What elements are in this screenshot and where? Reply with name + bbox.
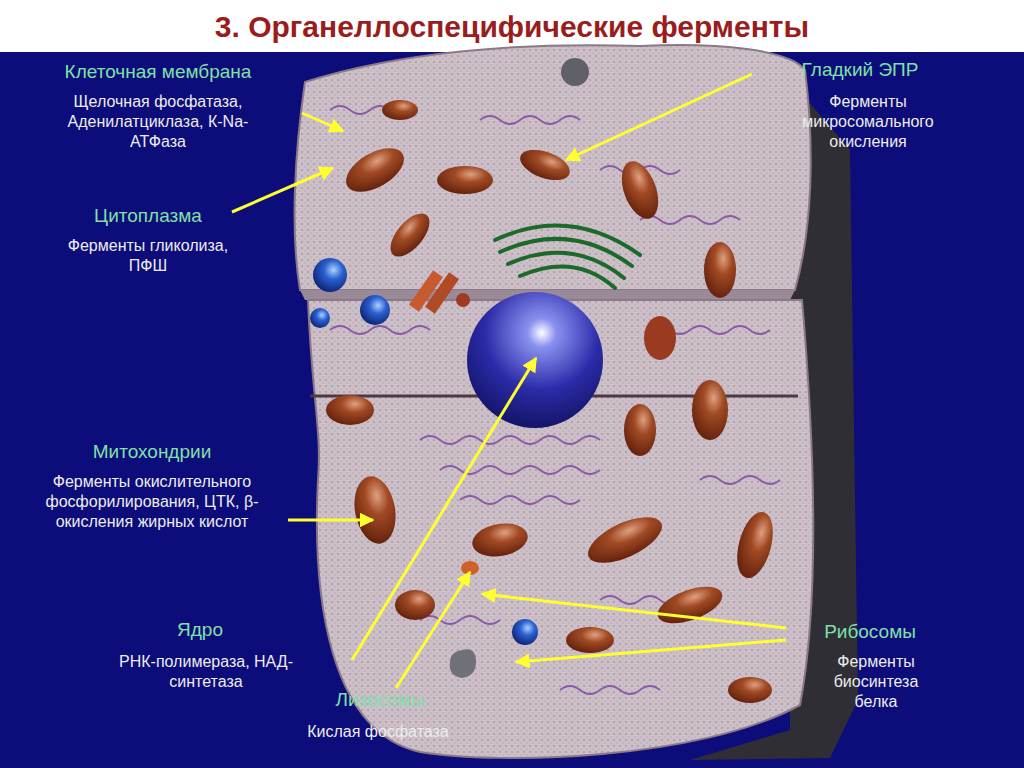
mitochondria-part [516, 144, 574, 186]
mitochondria-part [382, 100, 418, 120]
slide-title: 3. Органеллоспецифические ферменты [215, 8, 809, 46]
endoplasmic-reticulum-part [560, 686, 660, 694]
title-band [0, 0, 1024, 52]
leader-arrows-part [302, 113, 343, 131]
leader-arrows-part [482, 594, 786, 628]
organelle-name: Лизосомы [335, 688, 424, 712]
mitochondria-part [582, 508, 669, 573]
leader-arrows [232, 74, 786, 688]
vesicles-part [310, 308, 330, 328]
cell-body [295, 45, 814, 758]
enzyme-list: Ферменты окислительного фосфорилирования… [37, 472, 267, 532]
mitochondria-part [653, 579, 727, 630]
enzyme-list: Ферменты гликолиза, ПФШ [48, 236, 248, 276]
mitochondria-part [349, 473, 400, 547]
mitochondria-part [704, 242, 736, 298]
vesicles-part [561, 58, 589, 86]
mitochondria-part [395, 590, 435, 620]
mitochondria-part [339, 139, 411, 200]
organelle-name: Клеточная мембрана [65, 60, 252, 84]
mitochondria-part [624, 404, 656, 456]
enzyme-list: Щелочная фосфатаза, Аденилатциклаза, К-N… [63, 92, 253, 152]
endoplasmic-reticulum-part [460, 496, 580, 504]
endoplasmic-reticulum-part [480, 116, 580, 124]
organelle-name: Митохондрии [93, 440, 212, 464]
enzyme-list: РНК-полимераза, НАД-синтетаза [116, 652, 296, 692]
mitochondria-part [566, 627, 614, 653]
mitochondria-part [692, 380, 728, 440]
endoplasmic-reticulum-part [420, 616, 500, 624]
endoplasmic-reticulum-part [640, 216, 740, 224]
endoplasmic-reticulum-part [420, 436, 600, 444]
vesicles-part [450, 649, 476, 678]
enzyme-list: Ферменты микросомального окисления [773, 92, 963, 152]
mitochondria-part [644, 316, 676, 360]
mitochondria-part [326, 395, 374, 425]
centrioles-part [456, 293, 470, 307]
organelle-name: Рибосомы [824, 620, 916, 644]
endoplasmic-reticulum-part [700, 476, 780, 484]
mitochondria-part [728, 677, 772, 703]
leader-arrows-part [232, 168, 333, 212]
cell-body-part [295, 45, 811, 290]
mitochondria [326, 100, 779, 703]
leader-arrows-part [288, 519, 373, 522]
endoplasmic-reticulum-part [440, 466, 600, 474]
centrioles [409, 270, 470, 313]
mitochondria-part [615, 156, 666, 223]
golgi-apparatus [495, 226, 640, 288]
mitochondria-part [437, 166, 493, 194]
enzyme-list: Кислая фосфатаза [268, 722, 488, 742]
organelle-name: Гладкий ЭПР [802, 58, 919, 82]
endoplasmic-reticulum-part [330, 326, 430, 334]
leader-arrows-part [516, 640, 786, 662]
leader-arrows-part [396, 572, 470, 688]
mitochondria-part [731, 508, 780, 582]
enzyme-list: Ферменты биосинтеза белка [816, 652, 936, 712]
vesicles-part [512, 619, 538, 645]
leader-arrows-part [566, 74, 752, 160]
organelle-name: Цитоплазма [94, 204, 202, 228]
centrioles-part [425, 272, 459, 313]
mitochondria-part [383, 207, 436, 264]
endoplasmic-reticulum [330, 106, 780, 694]
vesicles-part [360, 295, 390, 325]
vesicles-part [313, 258, 347, 292]
organelle-name: Ядро [177, 618, 223, 642]
golgi-apparatus-part [520, 266, 615, 288]
mitochondria-part [470, 519, 531, 560]
